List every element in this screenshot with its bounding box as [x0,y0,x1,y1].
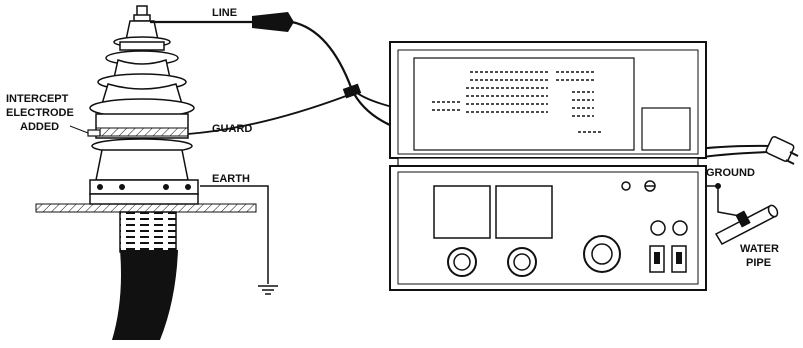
test-set [389,41,707,291]
earth-label: EARTH [212,173,250,185]
water-label-1: WATER [740,243,779,255]
intercept-label-2: ELECTRODE [6,107,74,119]
intercept-pointer [69,125,89,134]
intercept-label-1: INTERCEPT [6,93,69,105]
line-clip [252,12,294,32]
guard-lead [187,95,347,135]
guard-label: GUARD [212,123,252,135]
water-label-2: PIPE [746,257,771,269]
earth-lead [200,185,269,284]
line-label: LINE [212,7,237,19]
water-pipe [714,204,779,245]
instruction-plate [432,71,602,133]
power-plug [765,136,799,165]
intercept-label-3: ADDED [20,121,59,133]
earth-ground-symbol [258,285,278,295]
ground-label: GROUND [706,167,755,179]
bushing [35,5,257,340]
